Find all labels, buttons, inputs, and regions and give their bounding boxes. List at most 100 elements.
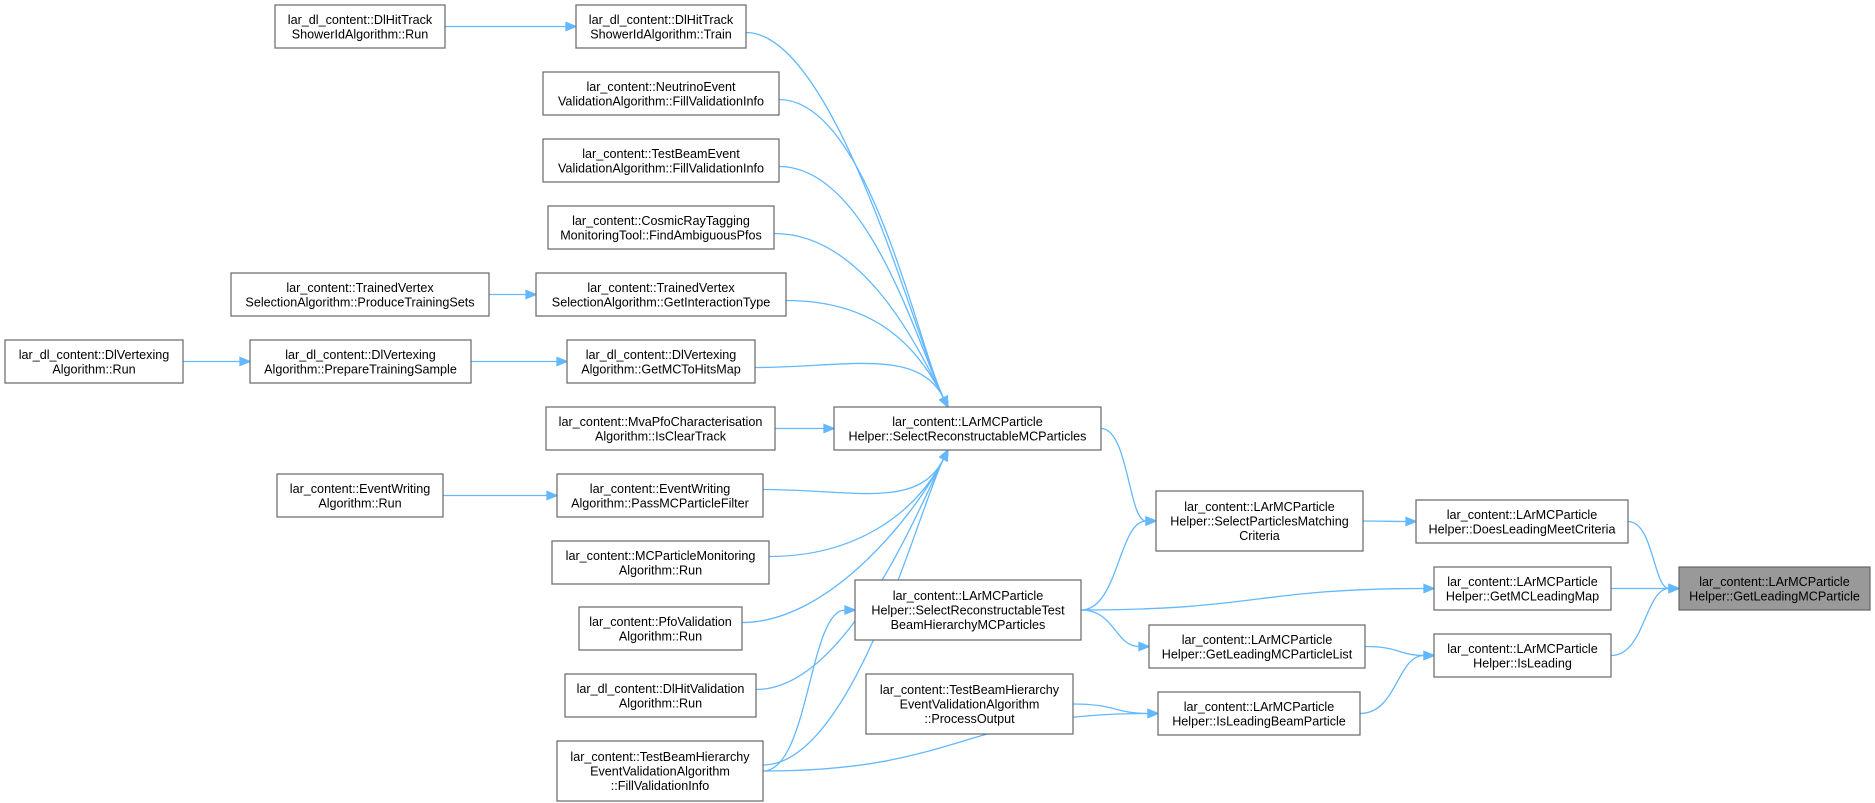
edge-arrowhead xyxy=(1423,583,1436,594)
node-box xyxy=(542,71,780,116)
graph-node-n7[interactable]: lar_content::TrainedVertexSelectionAlgor… xyxy=(535,272,787,317)
graph-node-n1[interactable]: lar_dl_content::DlHitTrackShowerIdAlgori… xyxy=(274,4,446,49)
graph-node-n4[interactable]: lar_content::TestBeamEventValidationAlgo… xyxy=(542,138,780,183)
node-label-line: lar_content::TrainedVertex xyxy=(286,281,434,295)
node-label-line: Algorithm::Run xyxy=(318,496,401,510)
node-box xyxy=(1148,624,1366,669)
edge-n10-to-n12 xyxy=(754,362,949,409)
node-box xyxy=(547,205,775,250)
edge-line xyxy=(773,232,945,399)
graph-node-n26[interactable]: lar_content::LArMCParticleHelper::IsLead… xyxy=(1157,691,1361,736)
node-label-line: Algorithm::Run xyxy=(52,362,135,376)
node-box xyxy=(556,473,764,518)
node-label-line: lar_content::LArMCParticle xyxy=(893,589,1044,603)
edge-arrowhead xyxy=(1423,650,1436,661)
edge-n13-to-n14 xyxy=(442,490,559,501)
node-box xyxy=(276,473,444,518)
node-label-line: ::FillValidationInfo xyxy=(611,779,709,793)
edge-line xyxy=(1364,645,1425,657)
node-label-line: ValidationAlgorithm::FillValidationInfo xyxy=(558,94,764,108)
graph-node-n27[interactable]: lar_content::TestBeamHierarchyEventValid… xyxy=(556,740,764,802)
node-box xyxy=(1433,633,1612,678)
node-label-line: ShowerIdAlgorithm::Run xyxy=(292,27,429,41)
node-label-line: lar_content::LArMCParticle xyxy=(892,415,1043,429)
edge-arrowhead xyxy=(1147,708,1160,719)
edge-line xyxy=(768,458,945,558)
node-label-line: Helper::SelectReconstructableTest xyxy=(871,604,1065,618)
node-label-line: lar_content::LArMCParticle xyxy=(1184,700,1335,714)
edge-line xyxy=(785,299,945,399)
node-box xyxy=(578,606,743,651)
edge-n9-to-n10 xyxy=(471,356,569,367)
edge-line xyxy=(1080,609,1140,648)
node-box xyxy=(556,740,764,802)
node-box xyxy=(551,540,770,585)
graph-node-n25[interactable]: lar_content::TestBeamHierarchyEventValid… xyxy=(865,673,1074,735)
node-box xyxy=(1433,566,1612,611)
node-label-line: lar_content::MvaPfoCharacterisation xyxy=(559,415,763,429)
node-label-line: Algorithm::GetMCToHitsMap xyxy=(581,362,741,376)
edge-n3-to-n12 xyxy=(778,98,949,409)
node-label-line: Helper::SelectReconstructableMCParticles xyxy=(849,429,1087,443)
graph-node-n15[interactable]: lar_content::MCParticleMonitoringAlgorit… xyxy=(551,540,770,585)
graph-node-n9[interactable]: lar_dl_content::DlVertexingAlgorithm::Pr… xyxy=(249,339,472,384)
graph-node-n5[interactable]: lar_content::CosmicRayTaggingMonitoringT… xyxy=(547,205,775,250)
node-label-line: lar_dl_content::DlVertexing xyxy=(586,348,737,362)
node-label-line: lar_content::LArMCParticle xyxy=(1699,575,1850,589)
node-box xyxy=(575,4,747,49)
edge-arrowhead xyxy=(938,448,949,462)
node-box xyxy=(865,673,1074,735)
node-label-line: lar_content::LArMCParticle xyxy=(1447,508,1598,522)
node-label-line: lar_dl_content::DlVertexing xyxy=(19,348,170,362)
edge-n4-to-n12 xyxy=(778,165,949,409)
edge-n20-to-n16 xyxy=(1080,516,1158,611)
edge-line xyxy=(1627,520,1670,590)
edge-n20-to-n19 xyxy=(1080,583,1436,611)
graph-node-n23[interactable]: lar_content::LArMCParticleHelper::IsLead… xyxy=(1433,633,1612,678)
graph-node-n12[interactable]: lar_content::LArMCParticleHelper::Select… xyxy=(833,406,1102,451)
edge-line xyxy=(1072,703,1149,715)
node-box xyxy=(249,339,472,384)
node-label-line: ShowerIdAlgorithm::Train xyxy=(590,27,732,41)
edge-n20-to-n22 xyxy=(1080,609,1151,652)
node-label-line: lar_content::TestBeamEvent xyxy=(582,147,740,161)
graph-node-n18[interactable]: lar_content::LArMCParticleHelper::GetLea… xyxy=(1678,566,1871,611)
node-box xyxy=(274,4,446,49)
graph-node-n24[interactable]: lar_dl_content::DlHitValidationAlgorithm… xyxy=(564,673,757,718)
node-box xyxy=(854,579,1082,641)
graph-node-n16[interactable]: lar_content::LArMCParticleHelper::Select… xyxy=(1155,490,1364,552)
node-box xyxy=(566,339,756,384)
node-label-line: lar_dl_content::DlVertexing xyxy=(285,348,436,362)
graph-node-n14[interactable]: lar_content::EventWritingAlgorithm::Pass… xyxy=(556,473,764,518)
graph-node-n17[interactable]: lar_content::LArMCParticleHelper::DoesLe… xyxy=(1415,499,1629,544)
graph-node-n3[interactable]: lar_content::NeutrinoEventValidationAlgo… xyxy=(542,71,780,116)
node-label-line: Helper::DoesLeadingMeetCriteria xyxy=(1429,522,1616,536)
edge-n27-to-n20 xyxy=(762,605,857,772)
node-box xyxy=(535,272,787,317)
graph-node-n20[interactable]: lar_content::LArMCParticleHelper::Select… xyxy=(854,579,1082,641)
node-label-line: Algorithm::PrepareTrainingSample xyxy=(264,362,457,376)
edge-arrowhead xyxy=(1145,516,1158,526)
node-label-line: Helper::GetLeadingMCParticleList xyxy=(1162,647,1353,661)
node-label-line: Algorithm::Run xyxy=(619,696,702,710)
edge-n11-to-n12 xyxy=(774,423,836,434)
graph-node-n10[interactable]: lar_dl_content::DlVertexingAlgorithm::Ge… xyxy=(566,339,756,384)
node-label-line: EventValidationAlgorithm xyxy=(900,698,1040,712)
node-label-line: lar_content::LArMCParticle xyxy=(1447,575,1598,589)
node-box xyxy=(1415,499,1629,544)
graph-node-n19[interactable]: lar_content::LArMCParticleHelper::GetMCL… xyxy=(1433,566,1612,611)
node-box xyxy=(1157,691,1361,736)
node-label-line: EventValidationAlgorithm xyxy=(590,765,730,779)
graph-node-n11[interactable]: lar_content::MvaPfoCharacterisationAlgor… xyxy=(545,406,776,451)
graph-node-n6[interactable]: lar_content::TrainedVertexSelectionAlgor… xyxy=(230,272,490,317)
node-label-line: Algorithm::PassMCParticleFilter xyxy=(571,496,749,510)
graph-node-n22[interactable]: lar_content::LArMCParticleHelper::GetLea… xyxy=(1148,624,1366,669)
graph-node-n2[interactable]: lar_dl_content::DlHitTrackShowerIdAlgori… xyxy=(575,4,747,49)
node-box xyxy=(4,339,184,384)
node-box xyxy=(542,138,780,183)
graph-node-n8[interactable]: lar_dl_content::DlVertexingAlgorithm::Ru… xyxy=(4,339,184,384)
edge-line xyxy=(1100,427,1147,522)
